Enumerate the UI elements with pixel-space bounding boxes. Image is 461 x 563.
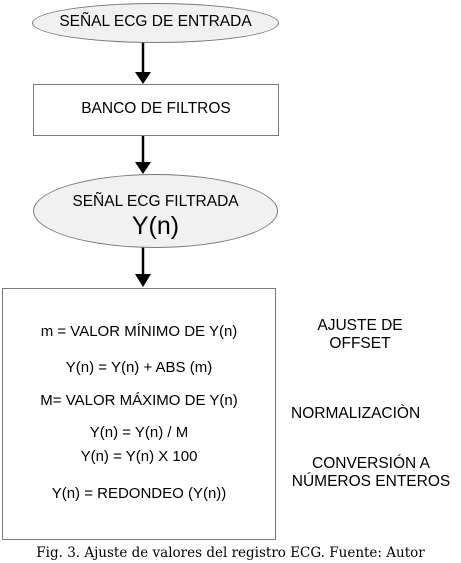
process-step-offset: Y(n) = Y(n) + ABS (m) xyxy=(65,359,213,376)
input-signal-node xyxy=(32,3,279,43)
filter-bank-node xyxy=(33,84,279,136)
filtered-signal-variable: Y(n) xyxy=(131,212,180,240)
process-box xyxy=(2,288,276,540)
annotation-conversion-line1: CONVERSIÓN A xyxy=(312,455,430,472)
process-step-max: M= VALOR MÁXIMO DE Y(n) xyxy=(40,392,238,409)
filtered-signal-node xyxy=(33,174,278,248)
process-step-scale: Y(n) = Y(n) X 100 xyxy=(80,448,198,465)
process-step-round: Y(n) = REDONDEO (Y(n)) xyxy=(51,485,227,502)
arrow-filters-to-filtered xyxy=(135,136,151,174)
annotation-offset-line2: OFFSET xyxy=(329,335,391,352)
annotation-normalization: NORMALIZACIÒN xyxy=(291,405,421,422)
figure-caption: Fig. 3. Ajuste de valores del registro E… xyxy=(36,545,425,561)
process-step-divide: Y(n) = Y(n) / M xyxy=(89,424,189,441)
filter-bank-label: BANCO DE FILTROS xyxy=(81,100,231,117)
arrow-filtered-to-process xyxy=(135,247,151,287)
input-signal-label: SEÑAL ECG DE ENTRADA xyxy=(59,13,252,30)
annotation-conversion-line2: NÚMEROS ENTEROS xyxy=(291,473,451,490)
annotation-offset-line1: AJUSTE DE xyxy=(317,317,403,334)
process-step-min: m = VALOR MÍNIMO DE Y(n) xyxy=(40,323,238,340)
filtered-signal-label: SEÑAL ECG FILTRADA xyxy=(72,193,239,210)
arrow-input-to-filters xyxy=(135,42,151,84)
